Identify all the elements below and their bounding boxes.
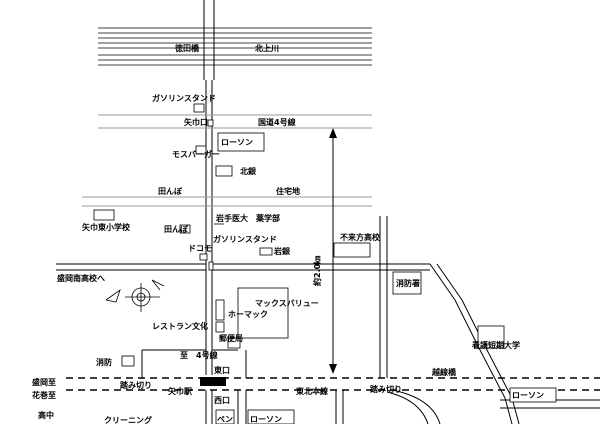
nursing-univ-label: 看護短期大学	[471, 340, 520, 350]
gas-station-top-building	[193, 103, 205, 113]
map-labels: 徳田橋 北上川 ガソリンスタンド 矢巾口 国道4号線 ローソン モスバーガー 北…	[32, 43, 544, 424]
rice-field-1-label: 田んぼ	[158, 186, 183, 196]
residential-label: 住宅地	[276, 186, 300, 196]
high-mid-label: 高中	[38, 410, 54, 420]
east-exit-label: 東口	[214, 365, 230, 375]
main-road-north-south	[203, 0, 215, 424]
buildings	[93, 103, 557, 424]
to-route4-label: 至 4号線	[180, 350, 218, 360]
pharmacy-label: 岩手医大 薬学部	[215, 213, 280, 223]
approx-distance-label: 約2.0㎞	[312, 256, 322, 286]
fire-station-label: 消防署	[396, 278, 420, 288]
yahaba-east-elem-label: 矢巾東小学校	[82, 222, 131, 232]
restaurant-building	[215, 321, 225, 333]
west-exit-label: 西口	[214, 396, 230, 405]
crossing-left-label: 踏み切り	[120, 380, 152, 390]
rice-field-2-label: 田んぼ	[164, 224, 189, 234]
post-office-label: 郵便局	[219, 333, 243, 343]
east-west-road	[56, 263, 430, 271]
koshisen-label: 越線橋	[431, 367, 457, 377]
small-building-mid	[208, 261, 214, 271]
lawson-bottom-label: ローソン	[250, 415, 282, 424]
nursing-univ-building	[477, 325, 505, 349]
docomo-building	[199, 253, 208, 261]
route4-label: 国道4号線	[258, 117, 296, 127]
pen-label: ペン	[217, 415, 233, 424]
lawson-top-label: ローソン	[221, 138, 253, 147]
pen-building	[215, 409, 235, 424]
route-4-road	[98, 114, 372, 129]
mos-burger-building	[195, 145, 207, 155]
river-label: 北上川	[255, 43, 279, 53]
fudaikata-high-label: 不来方高校	[340, 232, 381, 242]
kitakami-river	[98, 27, 372, 66]
fire-left-label: 消防	[96, 357, 112, 367]
lawson-right-label: ローソン	[512, 391, 544, 400]
to-morioka-minami-high-label: 盛岡南高校へ	[57, 273, 105, 283]
fudaikata-high-building	[333, 242, 371, 258]
fire-left-building	[121, 355, 135, 367]
tohoku-line-label: 東北本線	[296, 386, 328, 396]
restaurant-label: レストラン文化	[152, 321, 208, 331]
distance-arrow	[329, 128, 337, 374]
fire-station-building	[392, 271, 422, 295]
gas-station-top-label: ガソリンスタンド	[152, 93, 216, 103]
lawson-bottom-building	[247, 409, 295, 424]
gas-station-mid-label: ガソリンスタンド	[213, 234, 277, 244]
hokugin-label: 北銀	[240, 166, 256, 176]
homac-building	[215, 299, 225, 321]
yahaba-crossing-marker	[207, 119, 214, 127]
lawson-right-building	[509, 387, 557, 403]
iwagin-label: 岩銀	[273, 246, 290, 256]
max-value-building	[237, 287, 289, 339]
hanamaki-to-label: 花巻至	[32, 390, 56, 400]
crossing-right-label: 踏み切り	[370, 384, 402, 394]
homac-label: ホーマック	[228, 309, 268, 319]
pharmacy-building	[179, 224, 191, 234]
mos-burger-label: モスバーガー	[172, 149, 220, 159]
yahaba-station-label: 矢巾駅	[168, 386, 193, 396]
diagonal-road-east	[379, 216, 520, 424]
cleaning-label: クリーニング	[104, 415, 152, 424]
bridge-label: 徳田橋	[174, 43, 200, 53]
yahaba-crossing-label: 矢巾口	[184, 117, 208, 127]
lawson-top-building	[217, 132, 265, 152]
max-value-label: マックスバリュー	[255, 298, 319, 308]
target-symbol	[105, 279, 165, 312]
docomo-label: ドコモ	[188, 244, 212, 253]
yahaba-east-elementary-building	[93, 209, 115, 221]
morioka-to-label: 盛岡至	[32, 377, 56, 387]
hokugin-building	[215, 165, 233, 177]
yahaba-station-building	[200, 377, 226, 386]
post-office-building	[227, 337, 241, 349]
iwagin-building	[259, 247, 273, 256]
gray-road-mid	[82, 196, 372, 225]
